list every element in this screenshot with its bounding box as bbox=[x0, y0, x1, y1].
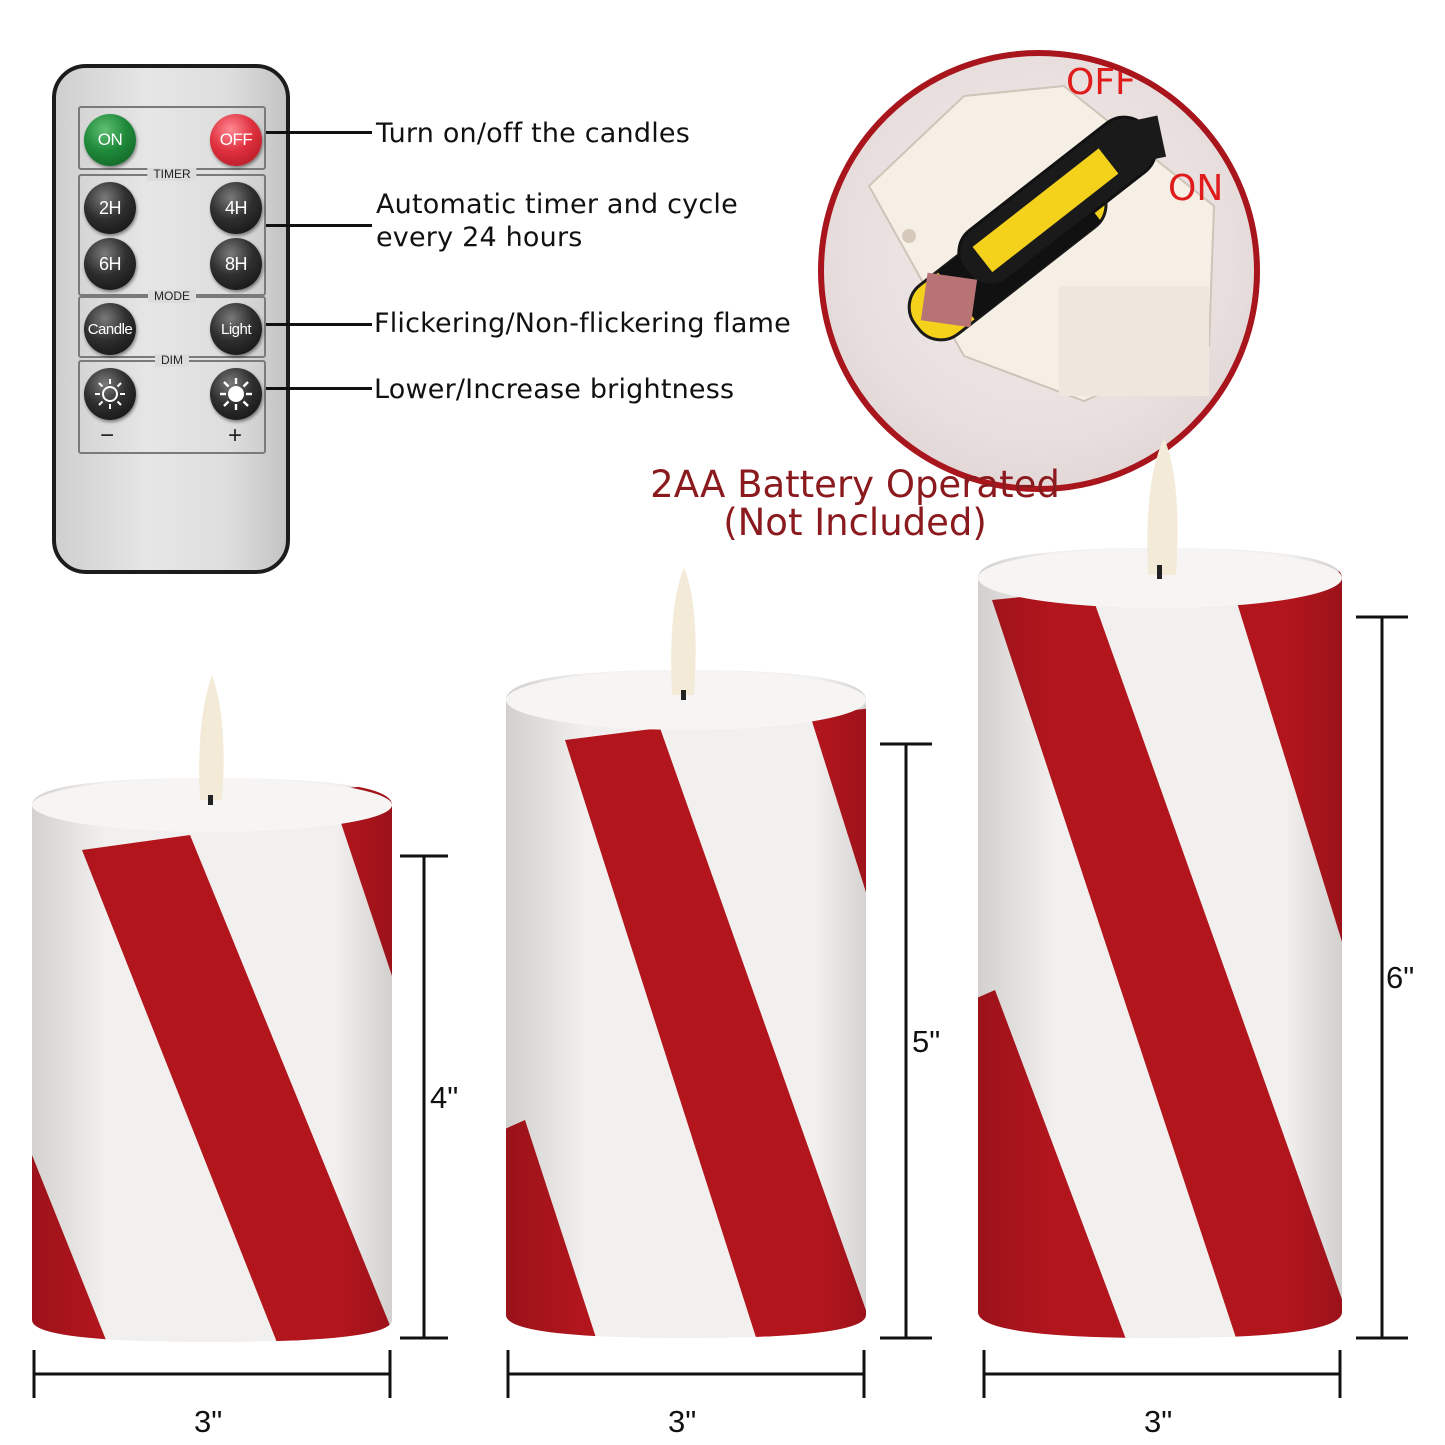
candle-2-height-label: 5" bbox=[912, 1024, 941, 1059]
mode-group: MODE Candle Light bbox=[78, 290, 266, 358]
caption-timer-line1: Automatic timer and cycle bbox=[376, 189, 738, 220]
connector-mode bbox=[266, 323, 372, 326]
caption-timer-line2: every 24 hours bbox=[376, 222, 583, 253]
off-button[interactable]: OFF bbox=[210, 114, 262, 166]
connector-timer bbox=[266, 224, 372, 227]
timer-2h-button[interactable]: 2H bbox=[84, 182, 136, 234]
timer-group: TIMER 2H 4H 6H 8H bbox=[78, 168, 266, 296]
candle-6in bbox=[978, 438, 1342, 1338]
dim-increase-button[interactable] bbox=[210, 368, 262, 420]
on-button[interactable]: ON bbox=[84, 114, 136, 166]
dimension-lines bbox=[32, 615, 1408, 1398]
heading-line1: 2AA Battery Operated bbox=[650, 463, 1060, 506]
switch-off-label: OFF bbox=[1066, 62, 1136, 103]
sun-dim-icon bbox=[95, 379, 125, 409]
timer-8h-button[interactable]: 8H bbox=[210, 238, 262, 290]
battery-compartment-graphic bbox=[867, 84, 1216, 403]
connector-dim bbox=[266, 387, 372, 390]
dim-plus-sign: + bbox=[228, 422, 243, 449]
battery-heading: 2AA Battery Operated (Not Included) bbox=[620, 466, 1090, 542]
mode-group-label: MODE bbox=[148, 290, 196, 303]
sun-bright-icon bbox=[220, 378, 252, 410]
timer-6h-button[interactable]: 6H bbox=[84, 238, 136, 290]
dim-lower-button[interactable] bbox=[84, 368, 136, 420]
caption-mode: Flickering/Non-flickering flame bbox=[374, 308, 791, 339]
candle-5in bbox=[506, 568, 866, 1338]
heading-line2: (Not Included) bbox=[723, 501, 987, 544]
power-group: ON OFF bbox=[78, 106, 266, 170]
switch-on-label: ON bbox=[1168, 168, 1224, 209]
caption-dim: Lower/Increase brightness bbox=[374, 374, 735, 405]
battery-compartment-photo: OFF ON bbox=[818, 50, 1260, 492]
candle-3-width-label: 3" bbox=[1144, 1404, 1173, 1439]
connector-power bbox=[266, 131, 372, 134]
candle-3-height-label: 6" bbox=[1386, 960, 1415, 995]
candle-1-width-label: 3" bbox=[194, 1404, 223, 1439]
timer-group-label: TIMER bbox=[147, 168, 197, 181]
caption-power: Turn on/off the candles bbox=[376, 118, 690, 149]
remote-control: ON OFF TIMER 2H 4H 6H 8H MODE Candle Lig… bbox=[52, 64, 290, 574]
candle-2-width-label: 3" bbox=[668, 1404, 697, 1439]
dim-group: DIM − bbox=[78, 354, 266, 454]
dim-group-label: DIM bbox=[155, 354, 189, 367]
light-mode-button[interactable]: Light bbox=[210, 303, 262, 355]
dim-minus-sign: − bbox=[100, 422, 115, 449]
candle-4in bbox=[32, 675, 392, 1342]
candle-1-height-label: 4" bbox=[430, 1080, 459, 1115]
candle-mode-button[interactable]: Candle bbox=[84, 303, 136, 355]
timer-4h-button[interactable]: 4H bbox=[210, 182, 262, 234]
